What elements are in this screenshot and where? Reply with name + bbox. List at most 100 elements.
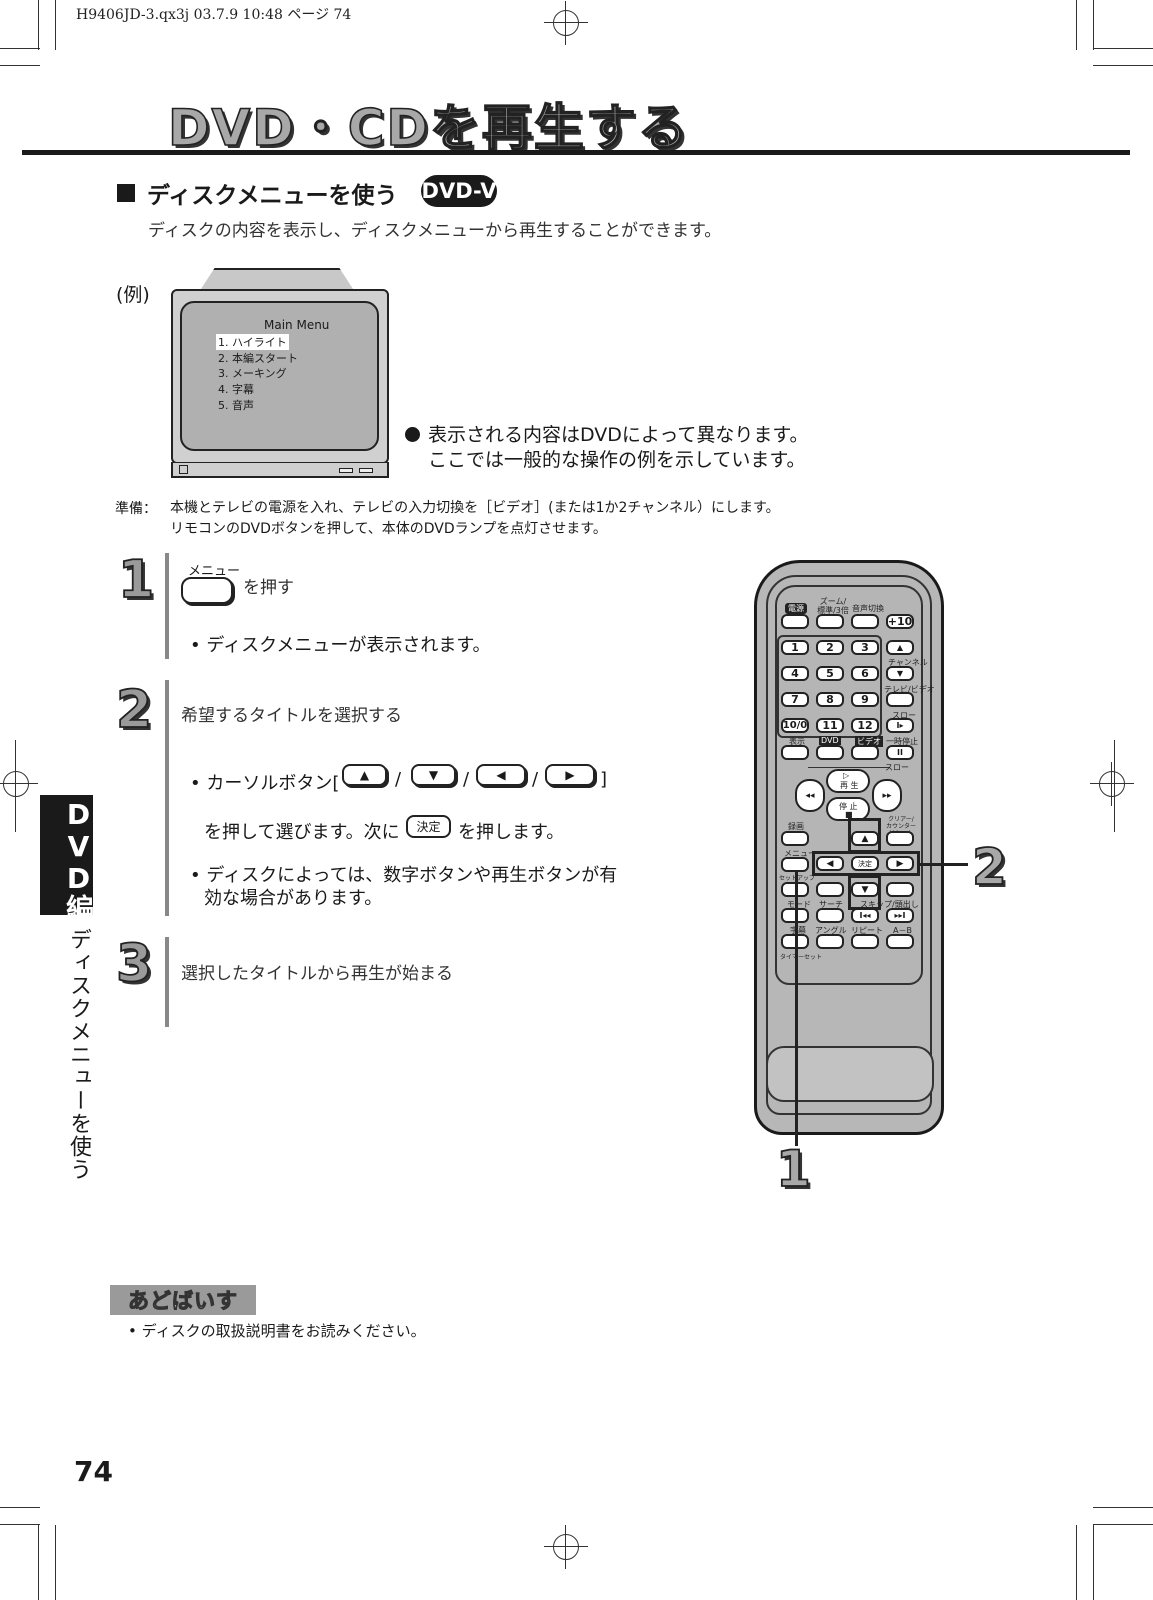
preparation-label: 準備： <box>115 501 157 517</box>
title-rule <box>22 150 1130 155</box>
remote-label-repeat: リピート <box>851 926 883 935</box>
side-tab <box>40 795 93 915</box>
remote-tv-video-button <box>886 692 914 707</box>
remote-clear-button <box>886 831 914 846</box>
remote-zoom-button <box>816 614 844 629</box>
remote-stop-icon: ■ <box>845 810 853 819</box>
section-heading-text: ディスクメニューを使う <box>147 183 398 209</box>
remote-plus10-button: +10 <box>886 614 914 629</box>
remote-down-button: ▼ <box>851 882 879 897</box>
preparation-line: 本機とテレビの電源を入れ、テレビの入力切換を［ビデオ］(または1か2チャンネル）… <box>170 500 780 516</box>
remote-number-button: 6 <box>851 666 879 681</box>
callout-line-2 <box>920 863 968 866</box>
dvd-v-badge: DVD-V <box>421 175 497 207</box>
remote-label-play: 再 生 <box>840 781 859 790</box>
step-bar <box>165 937 169 1027</box>
line2-prefix: を押して選びます。次に <box>204 822 400 843</box>
remote-label-dvd: DVD <box>819 736 841 745</box>
remote-slow-bracket <box>808 767 890 768</box>
cursor-line-suffix: ] <box>600 769 608 790</box>
crop-mark <box>15 740 16 832</box>
callout-number: 1 <box>775 1139 812 1199</box>
remote-label-video: ビデオ <box>855 736 883 747</box>
remote-play-button <box>826 769 870 793</box>
remote-label-skip: スキップ/頭出し <box>860 900 919 909</box>
registration-mark <box>544 1525 588 1569</box>
crop-mark <box>1093 65 1153 66</box>
example-label: (例) <box>116 284 150 306</box>
line2-suffix: を押します。 <box>458 822 565 843</box>
tv-base <box>171 462 389 478</box>
remote-label-pause: 一時停止 <box>886 737 918 746</box>
remote-search-button <box>816 908 844 923</box>
menu-button-label: メニュー <box>188 564 241 579</box>
crop-mark <box>0 65 40 66</box>
header-meta: H9406JD-3.qx3j 03.7.9 10:48 ページ 74 <box>76 7 352 23</box>
remote-label-display: 表示 <box>789 737 805 746</box>
remote-display-button <box>781 745 809 760</box>
remote-play-icon: ▷ <box>843 771 850 780</box>
remote-label-slow: スロー <box>892 711 916 720</box>
remote-number-button: 5 <box>816 666 844 681</box>
step-bullet: • ディスクメニューが表示されます。 <box>190 635 491 656</box>
tv-menu-title: Main Menu <box>264 318 330 332</box>
remote-label-menu: メニュー <box>784 849 816 858</box>
remote-dvd-button <box>816 745 844 760</box>
remote-return-button <box>886 882 914 897</box>
crop-mark <box>1093 0 1094 50</box>
cursor-highlight-box <box>812 851 920 876</box>
remote-slow-button: I▸ <box>886 718 914 733</box>
remote-right-button: ▶ <box>886 856 914 871</box>
bullet-dot-icon <box>405 427 420 442</box>
preparation-text: 本機とテレビの電源を入れ、テレビの入力切換を［ビデオ］(または1か2チャンネル）… <box>170 498 780 540</box>
remote-label-channel: チャンネル <box>888 658 928 667</box>
remote-rec-button <box>781 831 809 846</box>
remote-label-stop: 停 止 <box>839 802 858 811</box>
step-text: 選択したタイトルから再生が始まる <box>181 964 453 984</box>
remote-enter-button: 決定 <box>851 856 879 871</box>
step-number: 2 <box>115 679 153 741</box>
crop-mark <box>1093 48 1153 49</box>
remote-label-angle: アングル <box>815 926 847 935</box>
remote-ffwd-button: ▸▸ <box>872 779 902 812</box>
remote-audio-button <box>851 614 879 629</box>
crop-mark <box>0 48 40 49</box>
cursor-separator: / <box>532 769 539 790</box>
remote-left-button: ◀ <box>816 856 844 871</box>
remote-label-timer: タイマーセット <box>780 954 823 961</box>
side-vertical-title: ディスクメニューを使う <box>66 928 91 1181</box>
tv-menu-item: 5. 音声 <box>218 399 254 412</box>
crop-mark <box>1114 740 1115 832</box>
crop-mark <box>55 1525 56 1600</box>
step-bar <box>165 680 169 916</box>
tv-button <box>359 468 373 473</box>
cursor-left-icon: ◀ <box>476 764 526 786</box>
step-bullet: • ディスクによっては、数字ボタンや再生ボタンが有 <box>190 865 618 886</box>
note: 表示される内容はDVDによって異なります。 ここでは一般的な操作の例を示していま… <box>405 423 809 473</box>
remote-menu-button <box>781 857 809 872</box>
remote-label-audio: 音声切換 <box>852 604 884 613</box>
step-bar <box>165 553 169 659</box>
remote-label-tv-video: テレビ/ビデオ <box>884 685 935 694</box>
crop-mark <box>1093 1524 1153 1525</box>
remote-number-button: 8 <box>816 692 844 707</box>
note-line: 表示される内容はDVDによって異なります。 <box>428 424 809 446</box>
remote-skip-forward-button: ▸▸I <box>886 908 914 923</box>
remote-label-search: サーチ <box>819 900 843 909</box>
page-title: DVD・CDを再生する <box>167 98 690 158</box>
section-heading: ディスクメニューを使う <box>117 176 397 210</box>
remote-ab-button <box>886 934 914 949</box>
registration-mark <box>0 762 38 806</box>
crop-mark <box>1076 0 1077 50</box>
crop-mark <box>1076 1525 1077 1600</box>
remote-number-button: 10/0 <box>781 718 809 733</box>
remote-channel-down-button: ▼ <box>886 666 914 681</box>
remote-bottom-panel <box>766 1046 934 1102</box>
step-text: を押す <box>243 578 294 598</box>
menu-button-icon <box>181 577 233 604</box>
remote-number-button: 9 <box>851 692 879 707</box>
remote-number-button: 7 <box>781 692 809 707</box>
tv-power-square <box>179 465 188 474</box>
remote-power-button <box>781 614 809 629</box>
cursor-separator: / <box>463 769 470 790</box>
